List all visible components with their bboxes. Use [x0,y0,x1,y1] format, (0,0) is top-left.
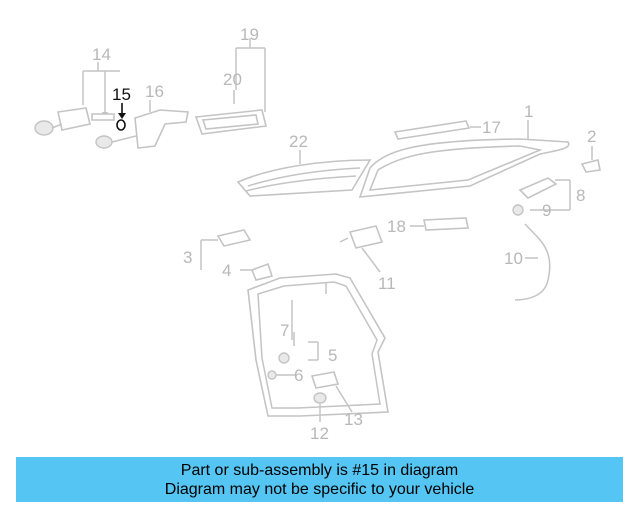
part-12-13-latch [310,371,353,422]
callout-13: 13 [344,410,363,429]
part-11-actuator [339,225,384,273]
callout-1: 1 [524,102,533,121]
callout-11: 11 [378,274,396,293]
part-5-6-7-strut [267,300,319,380]
part-14-assembly [34,62,120,136]
callout-14: 14 [92,45,111,64]
parts-diagram: 1 2 3 4 5 6 7 8 9 10 11 12 13 14 15 16 1… [34,25,601,443]
part-17-trim [393,120,481,140]
callout-8: 8 [576,186,585,205]
callout-2: 2 [587,127,596,146]
callout-12: 12 [310,424,329,443]
callout-4: 4 [222,261,231,280]
callout-3: 3 [183,248,192,267]
part-22-panel [236,150,372,197]
part-2-latch [580,146,601,173]
callout-17: 17 [482,118,501,137]
part-18-lock [410,217,469,231]
callout-15: 15 [112,85,131,104]
caption-line-1: Part or sub-assembly is #15 in diagram [180,462,459,479]
callout-19: 19 [240,25,259,44]
callout-20: 20 [223,70,242,89]
part-8-9-hinge [512,177,571,216]
caption-bar: Part or sub-assembly is #15 in diagram D… [16,457,623,502]
callout-5: 5 [328,346,337,365]
callout-18: 18 [387,217,406,236]
part-19-20-lamp [194,38,267,135]
part-10-cable [514,223,551,301]
callout-6: 6 [294,366,303,385]
callout-22: 22 [289,132,308,151]
caption-line-2: Diagram may not be specific to your vehi… [164,481,475,498]
callout-16: 16 [145,82,164,101]
callout-10: 10 [504,249,523,268]
part-3-4-bracket [200,229,274,281]
part-16-hinge [95,100,189,149]
callout-9: 9 [542,201,551,220]
part-1-glass [358,120,570,198]
callout-7: 7 [280,321,289,340]
part-15-highlighted [116,103,126,131]
